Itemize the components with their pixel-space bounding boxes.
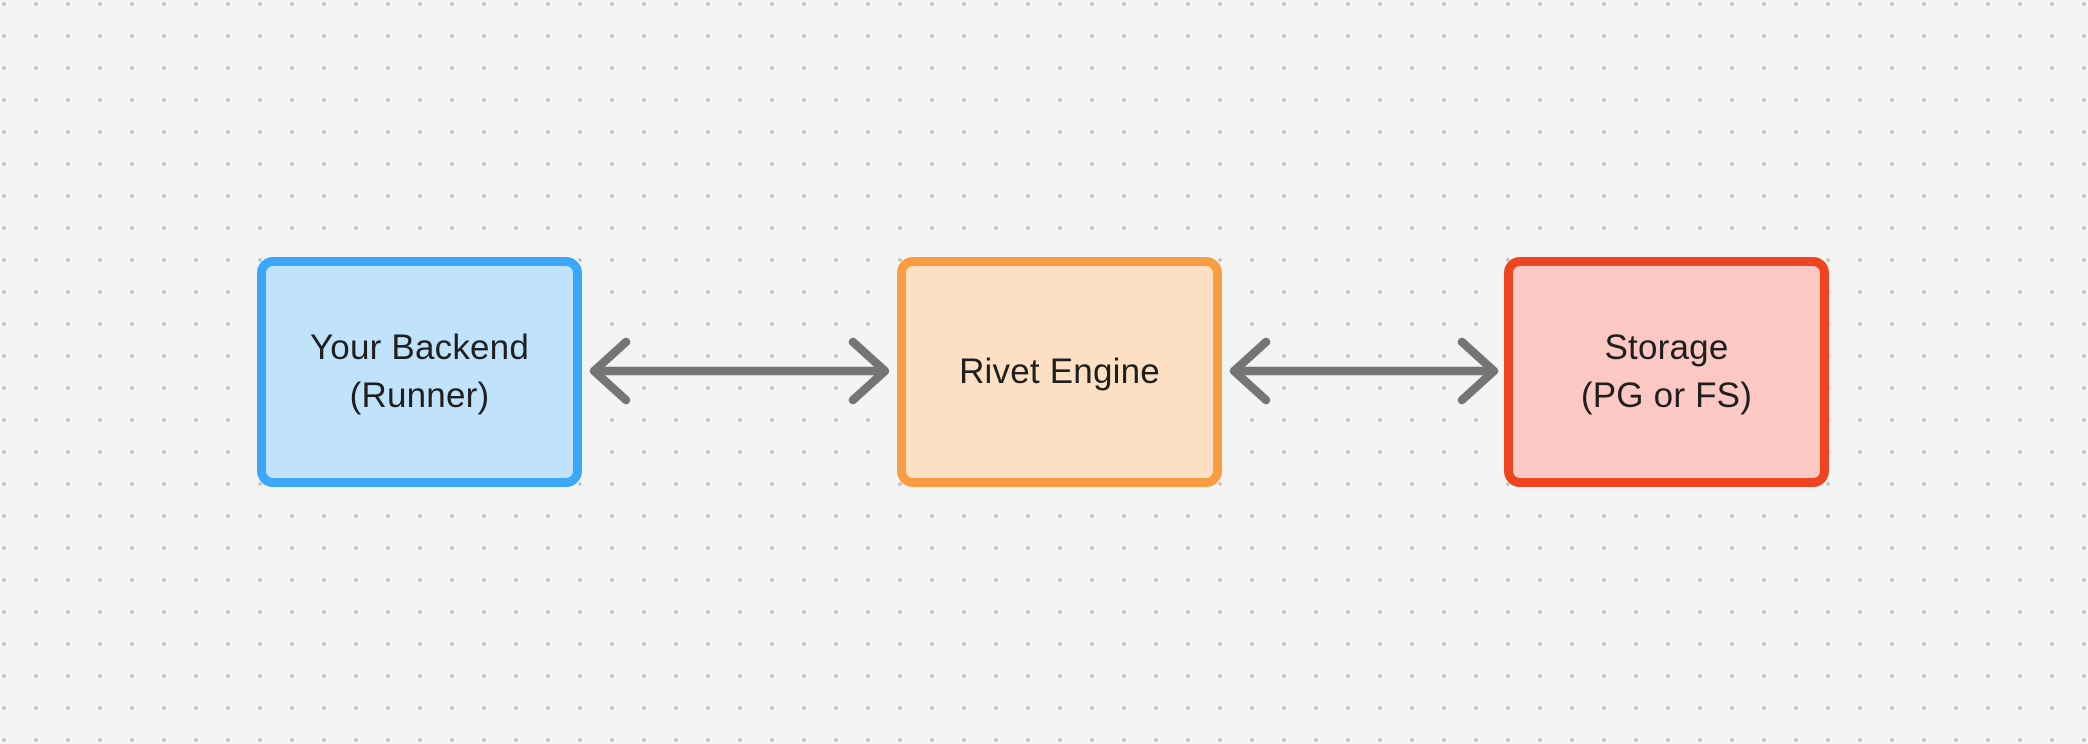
node-label-line: (PG or FS) bbox=[1580, 376, 1753, 415]
node-label-line: Rivet Engine bbox=[959, 352, 1160, 391]
arrowhead-right-icon bbox=[848, 337, 890, 405]
arrowhead-right-icon bbox=[1457, 337, 1499, 405]
node-rivet-engine[interactable]: Rivet Engine bbox=[897, 257, 1222, 487]
connector-engine-storage[interactable] bbox=[1229, 337, 1499, 405]
connector-backend-engine[interactable] bbox=[589, 337, 890, 405]
arrowhead-left-icon bbox=[589, 337, 631, 405]
node-label-line: (Runner) bbox=[349, 376, 490, 415]
node-your-backend-label: Your Backend (Runner) bbox=[266, 324, 573, 420]
arrowhead-left-icon bbox=[1229, 337, 1271, 405]
node-label-line: Your Backend bbox=[309, 328, 530, 367]
node-label-line: Storage bbox=[1604, 328, 1729, 367]
node-your-backend[interactable]: Your Backend (Runner) bbox=[257, 257, 582, 487]
node-rivet-engine-label: Rivet Engine bbox=[906, 348, 1213, 396]
node-storage[interactable]: Storage (PG or FS) bbox=[1504, 257, 1829, 487]
node-storage-label: Storage (PG or FS) bbox=[1513, 324, 1820, 420]
